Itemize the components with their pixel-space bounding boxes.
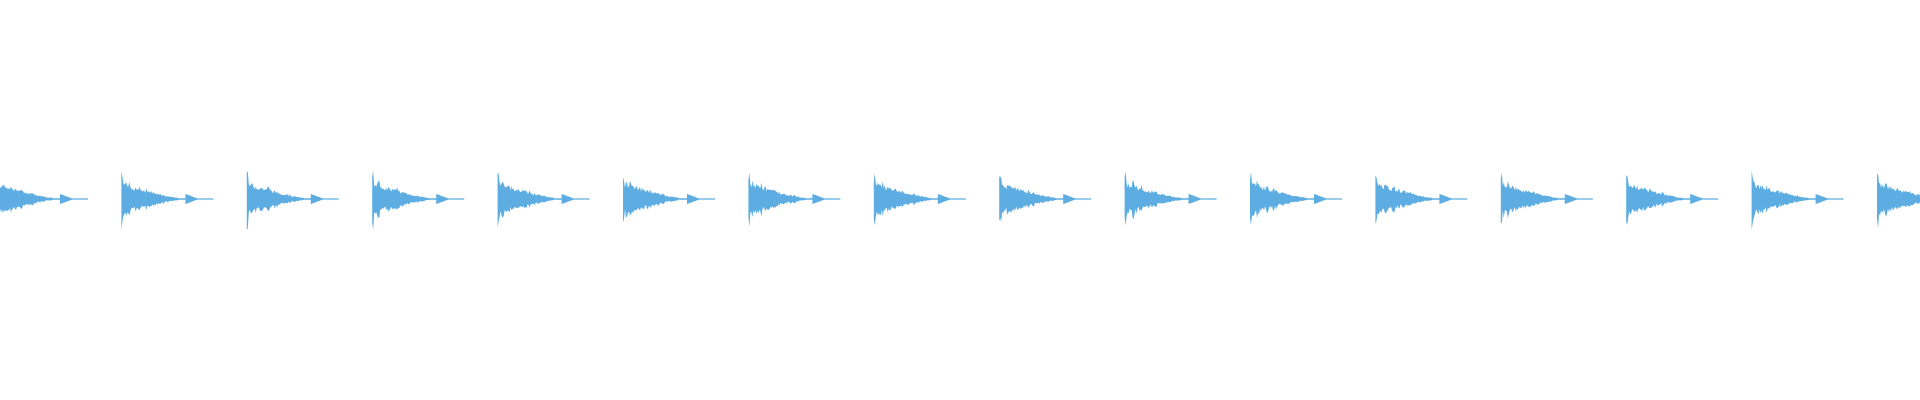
waveform-burst <box>0 184 88 214</box>
waveform-burst <box>748 172 841 227</box>
waveform-burst <box>246 171 339 231</box>
waveform-burst <box>1500 173 1593 224</box>
waveform-burst <box>1375 175 1468 224</box>
waveform-segments <box>0 170 1920 231</box>
waveform-burst <box>497 172 590 228</box>
waveform-burst <box>1124 171 1217 226</box>
waveform-burst <box>121 170 214 231</box>
waveform-burst <box>873 173 966 226</box>
waveform-burst <box>999 176 1092 223</box>
waveform-burst <box>1877 172 1920 229</box>
waveform-burst <box>1250 172 1342 225</box>
waveform-burst <box>1751 170 1844 231</box>
waveform-burst <box>1626 175 1719 225</box>
waveform-burst <box>623 177 715 222</box>
waveform-burst <box>372 170 465 230</box>
